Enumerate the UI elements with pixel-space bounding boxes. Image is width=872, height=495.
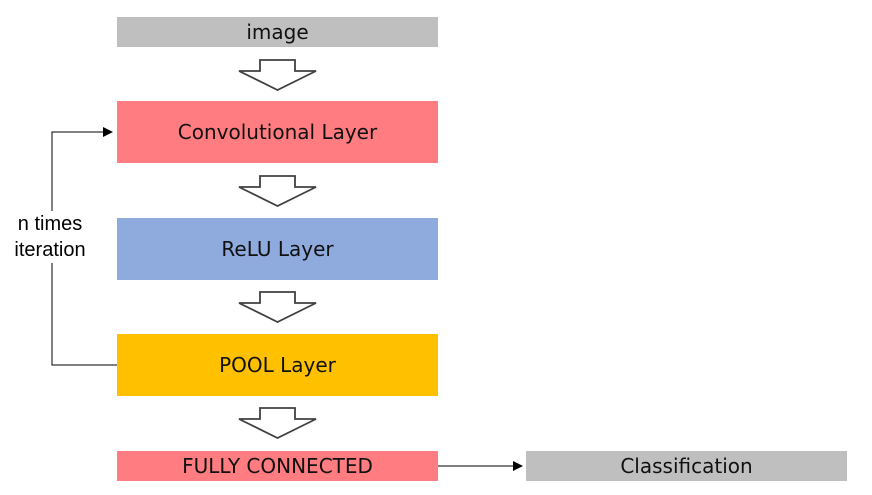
loop-label-line1: n times	[17, 213, 83, 235]
pool-layer-node: POOL Layer	[117, 334, 438, 396]
classification-label: Classification	[620, 454, 753, 478]
pool-layer-label: POOL Layer	[219, 353, 336, 377]
convolutional-layer-node: Convolutional Layer	[117, 101, 438, 163]
down-arrow-icon	[238, 175, 317, 208]
image-node-label: image	[246, 20, 309, 44]
image-node: image	[117, 17, 438, 47]
loop-label: n times iteration	[2, 211, 98, 263]
down-arrow-icon	[238, 407, 317, 440]
loop-label-line2: iteration	[14, 239, 86, 261]
convolutional-layer-label: Convolutional Layer	[177, 120, 378, 144]
down-arrow-icon	[238, 291, 317, 324]
relu-layer-label: ReLU Layer	[221, 237, 334, 261]
fully-connected-label: FULLY CONNECTED	[182, 454, 373, 478]
down-arrow-icon	[238, 59, 317, 92]
fully-connected-node: FULLY CONNECTED	[117, 451, 438, 481]
classification-node: Classification	[526, 451, 847, 481]
relu-layer-node: ReLU Layer	[117, 218, 438, 280]
